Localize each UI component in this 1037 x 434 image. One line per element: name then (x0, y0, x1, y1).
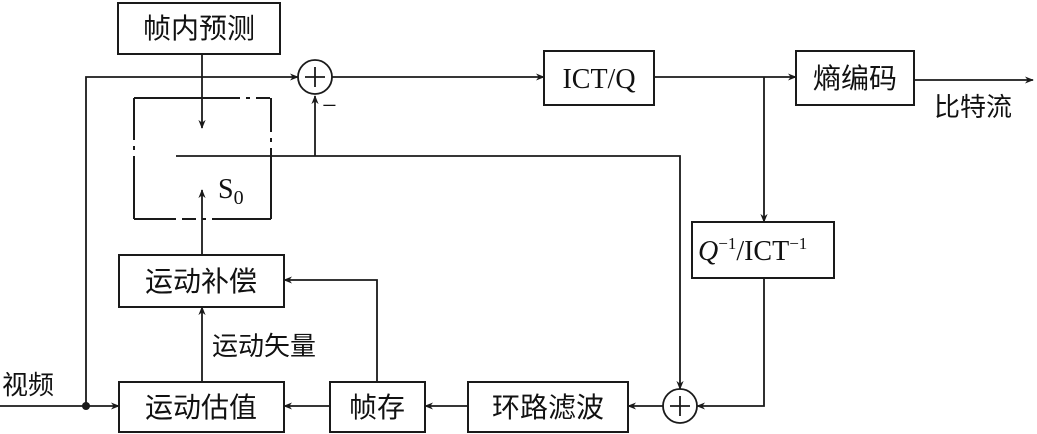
block-loop-filter: 环路滤波 (467, 381, 629, 433)
input-video-label: 视频 (2, 371, 54, 401)
block-motion-compensation: 运动补偿 (118, 254, 285, 308)
block-entropy-coding: 熵编码 (795, 50, 915, 106)
svg-text:ICT/Q: ICT/Q (562, 64, 635, 95)
svg-text:运动补偿: 运动补偿 (145, 265, 257, 298)
block-intra-prediction: 帧内预测 (117, 2, 281, 55)
minus-sign: − (322, 91, 337, 120)
svg-text:运动估值: 运动估值 (145, 391, 257, 424)
block-ict-q: ICT/Q (543, 50, 655, 106)
wire-invq-to-sum2 (696, 278, 765, 410)
svg-text:熵编码: 熵编码 (813, 62, 897, 95)
wire-input-to-sum (85, 73, 299, 406)
bitstream-label: 比特流 (934, 93, 1012, 123)
summer-residual (297, 59, 333, 95)
wire-prediction-out (176, 155, 684, 390)
connections (0, 54, 1034, 410)
svg-text:环路滤波: 环路滤波 (492, 391, 604, 424)
block-frame-store: 帧存 (329, 381, 426, 433)
block-inverse-q-ict: Q−1/ICT−1 (691, 221, 835, 279)
svg-text:帧存: 帧存 (349, 391, 405, 424)
wire-store-to-mc (283, 276, 378, 382)
switch-label: S0 (218, 174, 244, 209)
block-motion-estimation: 运动估值 (118, 381, 285, 433)
summer-reconstruct (662, 388, 698, 424)
motion-vector-label: 运动矢量 (212, 332, 316, 362)
svg-text:帧内预测: 帧内预测 (143, 12, 255, 45)
svg-text:Q−1/ICT−1: Q−1/ICT−1 (698, 234, 807, 267)
switch-s0: S0 (133, 97, 272, 220)
